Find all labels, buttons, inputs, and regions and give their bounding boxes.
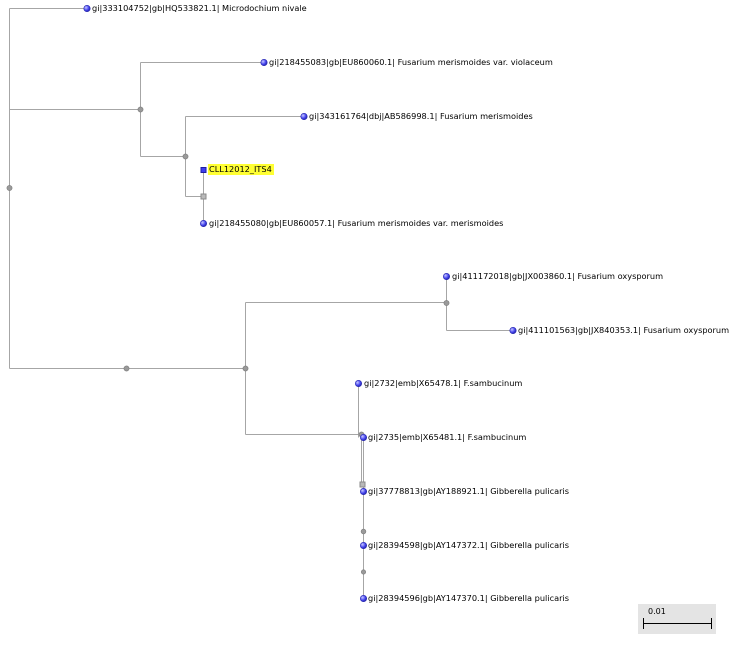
node-lower bbox=[242, 365, 249, 372]
leaf-label: gi|411101563|gb|JX840353.1| Fusarium oxy… bbox=[518, 325, 730, 335]
leaf-marker-2 bbox=[260, 58, 268, 66]
leaf-markers bbox=[83, 5, 517, 602]
node-oxysporum bbox=[443, 300, 450, 306]
leaf-label: gi|2732|emb|X65478.1| F.sambucinum bbox=[364, 378, 523, 388]
query-leaf-label: CLL12012_ITS4 bbox=[208, 164, 274, 175]
leaf-label: gi|2735|emb|X65481.1| F.sambucinum bbox=[368, 432, 527, 442]
leaf-marker-3 bbox=[300, 113, 308, 121]
leaf-marker-6 bbox=[442, 272, 450, 280]
leaf-marker-8 bbox=[354, 379, 362, 387]
node-gibberella bbox=[360, 528, 367, 535]
leaf-label: gi|333104752|gb|HQ533821.1| Microdochium… bbox=[92, 3, 307, 13]
leaf-marker-10 bbox=[359, 487, 367, 495]
scale-bar-line bbox=[642, 618, 713, 629]
node-upper bbox=[137, 106, 144, 113]
leaf-marker-7 bbox=[509, 326, 517, 334]
node-query bbox=[200, 193, 207, 200]
scale-bar: 0.01 bbox=[638, 604, 716, 634]
leaf-marker-5 bbox=[200, 220, 208, 228]
leaf-label: gi|218455080|gb|EU860057.1| Fusarium mer… bbox=[209, 218, 504, 228]
leaf-marker-9 bbox=[359, 433, 367, 441]
node-root bbox=[6, 185, 13, 191]
leaf-label: gi|37778813|gb|AY188921.1| Gibberella pu… bbox=[368, 486, 570, 496]
leaf-label: gi|343161764|dbj|AB586998.1| Fusarium me… bbox=[309, 111, 533, 121]
leaf-label: gi|28394596|gb|AY147370.1| Gibberella pu… bbox=[368, 593, 570, 603]
node-gibberella-inner bbox=[360, 569, 366, 575]
node-gibberella-outer bbox=[359, 481, 366, 488]
branches bbox=[9, 8, 513, 599]
node-merismoides bbox=[182, 153, 189, 160]
scale-bar-label: 0.01 bbox=[648, 607, 666, 616]
internal-nodes bbox=[6, 106, 450, 575]
leaf-marker-1 bbox=[83, 5, 91, 13]
leaf-marker-12 bbox=[359, 594, 367, 602]
leaf-marker-11 bbox=[359, 541, 367, 549]
leaf-label: gi|218455083|gb|EU860060.1| Fusarium mer… bbox=[269, 57, 553, 67]
leaf-label: gi|411172018|gb|JX003860.1| Fusarium oxy… bbox=[452, 271, 664, 281]
leaf-label: gi|28394598|gb|AY147372.1| Gibberella pu… bbox=[368, 540, 570, 550]
leaf-marker-4 bbox=[200, 167, 207, 173]
node-lower-stem bbox=[123, 365, 130, 372]
